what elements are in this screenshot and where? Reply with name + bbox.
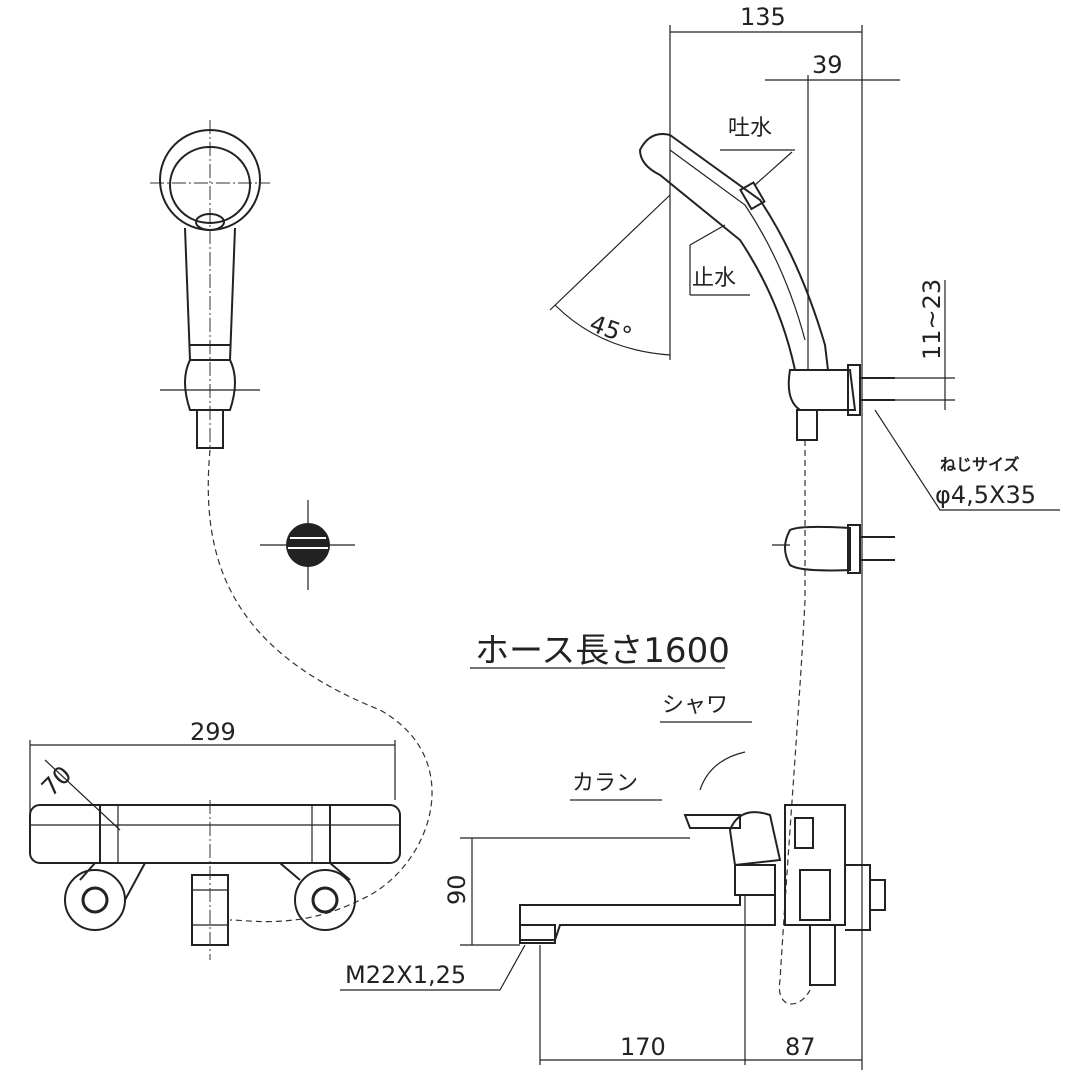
mixer-body-front-view (29, 800, 401, 960)
label-screw-size-title: ねじサイズ (940, 455, 1020, 474)
dim-90: 90 (443, 874, 471, 905)
label-hose-length: ホース長さ1600 (475, 631, 730, 671)
dim-screw-pitch: 11~23 (918, 279, 946, 360)
dim-39: 39 (812, 51, 843, 79)
dim-135: 135 (740, 3, 786, 31)
mixer-body-side-view (519, 804, 886, 986)
dim-87: 87 (785, 1033, 816, 1061)
dim-299: 299 (190, 718, 236, 746)
shower-head-side-view (638, 133, 895, 574)
label-shower: シャワ (662, 693, 728, 718)
wall-holder-section (260, 500, 355, 590)
dim-70: 70 (36, 761, 77, 802)
dimension-lines (29, 25, 1060, 1070)
label-stop: 止水 (692, 266, 736, 291)
label-thread: M22X1,25 (345, 961, 466, 989)
label-spray: 吐水 (728, 116, 772, 141)
label-angle: 45° (586, 309, 636, 350)
hose-path (207, 449, 433, 923)
shower-head-front-view (150, 120, 270, 450)
label-faucet: カラン (572, 771, 638, 796)
dim-170: 170 (620, 1033, 666, 1061)
label-screw-size: φ4,5X35 (935, 481, 1036, 509)
